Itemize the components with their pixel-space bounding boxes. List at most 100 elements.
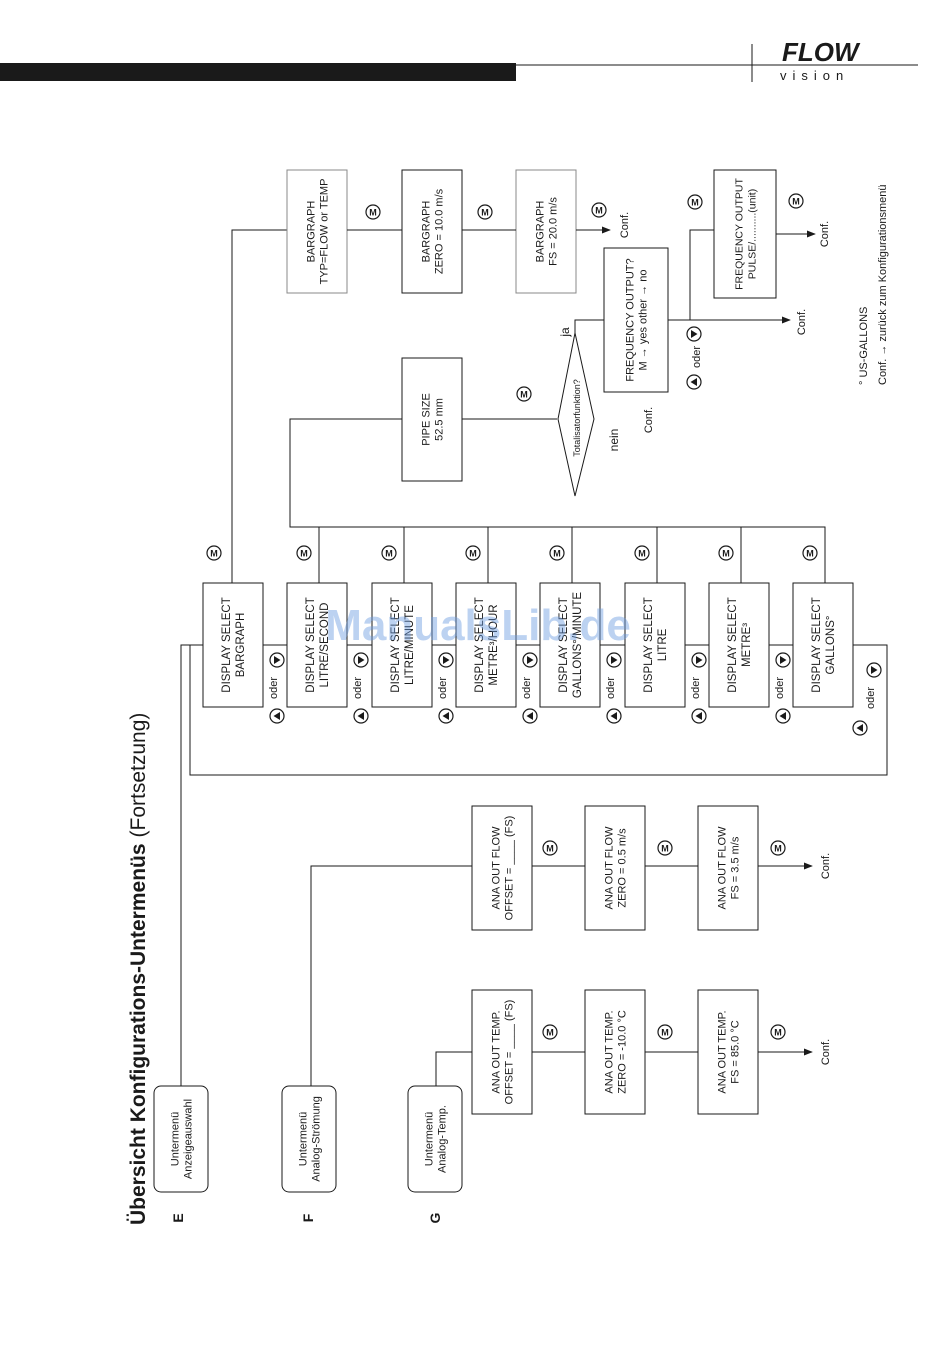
- display-select-3: [371, 582, 433, 708]
- m-key-ana-temp-1-label: M: [546, 1028, 554, 1038]
- submenu-g-line1: Untermenü: [424, 1112, 436, 1166]
- submenu-f: [281, 1085, 337, 1193]
- up-arrow-key-6-glyph: [695, 712, 702, 720]
- conf-ana-temp: Conf.: [820, 1039, 832, 1065]
- display-select-3-line1: DISPLAY SELECT: [390, 597, 402, 692]
- down-arrow-key-1-glyph: [274, 656, 281, 664]
- display-select-3-line2: LITRE/MINUTE: [404, 605, 416, 685]
- ana-flow-offset-box: [471, 805, 533, 931]
- m-key-display-4: [465, 545, 481, 561]
- submenu-g-connector: [435, 1051, 472, 1086]
- submenu-f-connector: [310, 865, 472, 1086]
- display-select-8-line2: GALLONS°: [825, 616, 837, 675]
- m-key-bargraph-1-label: M: [369, 208, 377, 218]
- frequency-pulse-box-line1: FREQUENCY OUTPUT: [734, 178, 746, 290]
- display-select-2-line1: DISPLAY SELECT: [305, 597, 317, 692]
- m-key-ana-temp-1: [542, 1024, 558, 1040]
- section-letter-g: G: [427, 1212, 443, 1223]
- display-select-5-line2: GALLONS°/MINUTE: [572, 592, 584, 699]
- m-key-display-5-label: M: [553, 549, 561, 559]
- display-select-1-line2: BARGRAPH: [235, 613, 247, 678]
- m-key-bargraph-1: [365, 204, 381, 220]
- frequency-output-box: [603, 247, 669, 393]
- display-select-4-line2: METRE³/HOUR: [488, 604, 500, 685]
- m-key-ana-flow-3: [770, 840, 786, 856]
- page-title: Übersicht Konfigurations-Untermenüs(Fort…: [127, 713, 150, 1225]
- submenu-f-line1: Untermenü: [298, 1112, 310, 1166]
- up-arrow-key-frequency-glyph: [690, 378, 697, 386]
- ana-flow-fs-box: [697, 805, 759, 931]
- ana-temp-fs-box-line2: FS = 85.0 °C: [730, 1020, 742, 1083]
- frequency-output-box-line2: M → yes other → no: [638, 270, 650, 371]
- display-select-7: [708, 582, 770, 708]
- m-key-ana-temp-2-label: M: [661, 1028, 669, 1038]
- m-key-frequency-pulse: [788, 193, 804, 209]
- legend-note-conf: Conf. → zurück zum Konfigurationsmenü: [877, 184, 889, 385]
- m-key-ana-flow-3-label: M: [774, 844, 782, 854]
- bargraph-fs-box: [515, 169, 577, 294]
- display-select-8-line1: DISPLAY SELECT: [811, 597, 823, 692]
- bargraph-typ-box: [286, 169, 348, 294]
- display-select-6-line2: LITRE: [657, 628, 669, 661]
- ana-temp-fs-box-line1: ANA OUT TEMP.: [717, 1010, 729, 1093]
- m-key-bargraph-2: [477, 204, 493, 220]
- conf-decision: Conf.: [643, 407, 655, 433]
- conf-ana-flow: Conf.: [820, 853, 832, 879]
- submenu-e-connector: [180, 644, 203, 1086]
- submenu-e-line1: Untermenü: [170, 1112, 182, 1166]
- m-key-display-6: [634, 545, 650, 561]
- oder-label-8: oder: [865, 687, 877, 709]
- oder-label-5: oder: [605, 677, 617, 699]
- up-arrow-key-5-glyph: [610, 712, 617, 720]
- ana-flow-offset-box-line2: OFFSET = ____ (FS): [504, 816, 516, 921]
- m-key-ana-flow-1: [542, 840, 558, 856]
- m-key-display-5: [549, 545, 565, 561]
- ana-flow-offset-box-line1: ANA OUT FLOW: [491, 826, 503, 910]
- ana-flow-zero-box-line1: ANA OUT FLOW: [604, 826, 616, 910]
- display-select-6: [624, 582, 686, 708]
- ana-temp-zero-box: [584, 989, 646, 1115]
- down-arrow-key-5-glyph: [611, 656, 618, 664]
- ana-temp-offset-box: [471, 989, 533, 1115]
- bargraph-entry-line: [231, 229, 287, 583]
- m-key-ana-temp-3-label: M: [774, 1028, 782, 1038]
- display-select-1: [202, 582, 264, 708]
- page-title-light: (Fortsetzung): [127, 713, 150, 838]
- decision-yes-path: [574, 319, 604, 333]
- m-key-ana-flow-2: [657, 840, 673, 856]
- m-key-ana-temp-2: [657, 1024, 673, 1040]
- ana-flow-zero-box-line2: ZERO = 0.5 m/s: [617, 828, 629, 908]
- watermark: ManualsLib.de: [325, 601, 631, 650]
- display-select-1-line1: DISPLAY SELECT: [221, 597, 233, 692]
- display-select-5-line1: DISPLAY SELECT: [558, 597, 570, 692]
- bargraph-fs-box-line1: BARGRAPH: [535, 201, 547, 263]
- m-key-display-8-label: M: [806, 549, 814, 559]
- m-key-display-4-label: M: [469, 549, 477, 559]
- display-select-2: [286, 582, 348, 708]
- up-arrow-key-7-glyph: [779, 712, 786, 720]
- display-bus-line: [289, 418, 826, 583]
- bargraph-zero-box-line1: BARGRAPH: [421, 201, 433, 263]
- m-key-display-3: [381, 545, 397, 561]
- submenu-g-line2: Analog-Temp.: [437, 1105, 449, 1173]
- m-key-display-7-label: M: [722, 549, 730, 559]
- m-key-display-1: [206, 545, 222, 561]
- oder-label-4: oder: [521, 677, 533, 699]
- section-letter-f: F: [300, 1213, 316, 1222]
- submenu-e-line2: Anzeigeauswahl: [183, 1099, 195, 1179]
- m-key-ana-flow-2-label: M: [661, 844, 669, 854]
- conf-bargraph: Conf.: [619, 212, 631, 238]
- up-arrow-key-2-glyph: [357, 712, 364, 720]
- ana-flow-fs-box-line2: FS = 3.5 m/s: [730, 836, 742, 899]
- m-key-display-8: [802, 545, 818, 561]
- bargraph-typ-box-line1: BARGRAPH: [306, 201, 318, 263]
- m-key-display-2: [296, 545, 312, 561]
- pipe-size-box-line2: 52.5 mm: [434, 398, 446, 441]
- ana-temp-offset-box-line1: ANA OUT TEMP.: [491, 1010, 503, 1093]
- display-select-8: [792, 582, 854, 708]
- ana-temp-offset-box-line2: OFFSET = ____ (FS): [504, 1000, 516, 1105]
- m-key-frequency-pulse-label: M: [792, 197, 800, 207]
- brand-sub: vision: [780, 68, 849, 83]
